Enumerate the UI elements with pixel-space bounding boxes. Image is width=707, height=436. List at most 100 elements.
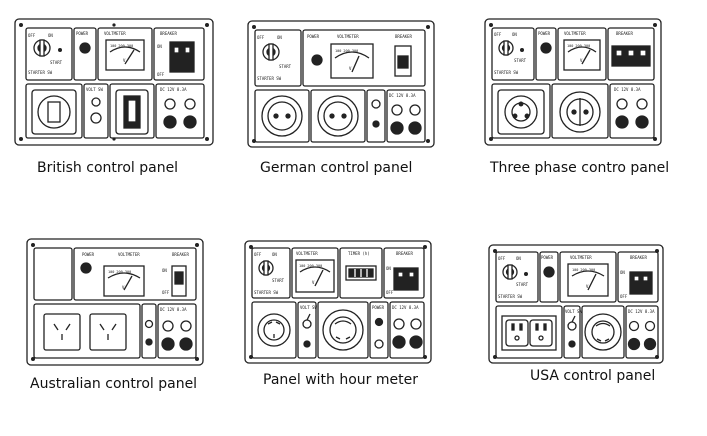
- uk-socket-icon[interactable]: [115, 89, 149, 135]
- breaker-off-label: OFF: [620, 294, 628, 299]
- schuko-socket-icon[interactable]: [317, 95, 359, 137]
- au-socket-icon[interactable]: [43, 313, 81, 351]
- panel-frame: [488, 244, 664, 364]
- schuko-socket-icon[interactable]: [261, 95, 303, 137]
- panel-caption: Australian control panel: [30, 376, 198, 392]
- circuit-breaker-switch[interactable]: [394, 45, 412, 77]
- panel-frame: [26, 238, 204, 366]
- key-on-label: ON: [516, 256, 521, 261]
- breaker-on-label: ON: [157, 44, 162, 49]
- starter-key-icon[interactable]: [498, 40, 514, 56]
- voltmeter-unit: V: [312, 280, 315, 285]
- mounting-screws: [19, 23, 209, 141]
- key-on-label: ON: [272, 252, 277, 257]
- dc-terminals[interactable]: [390, 104, 422, 135]
- voltmeter-label: VOLTMETER: [296, 251, 318, 256]
- hour-meter-display: [345, 265, 377, 281]
- australian-control-panel: POWER VOLTMETER 100 200 300 V BREAKER ON…: [26, 238, 204, 366]
- dc-label: DC 12V 8.3A: [628, 309, 655, 314]
- starter-sw-label: STARTER SW: [498, 294, 523, 299]
- voltmeter-scale: 100 200 300: [110, 44, 133, 48]
- twist-lock-socket-icon[interactable]: [322, 309, 364, 351]
- breaker-label: BREAKER: [396, 251, 413, 256]
- starter-sw-label: STARTER SW: [254, 290, 279, 295]
- voltmeter-gauge: [563, 39, 601, 71]
- dc-label: DC 12V 8.3A: [160, 307, 187, 312]
- volt-switch-icon[interactable]: [91, 97, 101, 107]
- mounting-screws: [489, 23, 657, 141]
- breaker-off-label: OFF: [162, 290, 170, 295]
- voltmeter-scale: 100 200 300: [567, 44, 590, 48]
- panel-caption: British control panel: [37, 160, 179, 176]
- power-lamp-icon: [311, 54, 323, 66]
- usa-control-panel: OFF ON START STARTER SW POWER VOLTMETER …: [488, 244, 664, 364]
- volt-switch-icon[interactable]: [302, 313, 312, 329]
- volt-sw-label: VOLT SW: [300, 305, 317, 310]
- dc-label: DC 12V 8.3A: [389, 93, 416, 98]
- key-off-label: OFF: [494, 32, 502, 37]
- circuit-breaker-switch[interactable]: [393, 267, 419, 291]
- german-control-panel: OFF ON START STARTER SW POWER VOLTMETER …: [247, 20, 435, 148]
- key-on-label: ON: [277, 35, 282, 40]
- power-lamp-icon: [540, 42, 552, 54]
- voltmeter-label: VOLTMETER: [570, 255, 592, 260]
- starter-key-icon[interactable]: [258, 260, 274, 276]
- dc-terminals[interactable]: [627, 320, 657, 351]
- mounting-screws: [252, 25, 430, 143]
- power-label: POWER: [541, 255, 554, 260]
- dc-label: DC 12V 8.3A: [160, 87, 187, 92]
- twist-lock-socket-icon[interactable]: [257, 313, 291, 347]
- ground-terminal-icon: [145, 338, 153, 346]
- three-phase-socket-icon[interactable]: [497, 89, 545, 135]
- indicator-icon: [144, 319, 154, 329]
- volt-switch-icon[interactable]: [567, 315, 577, 331]
- dc-terminals[interactable]: [161, 320, 193, 351]
- schuko-socket-icon[interactable]: [559, 91, 601, 133]
- starter-key-icon[interactable]: [502, 264, 518, 280]
- power-label: POWER: [538, 31, 551, 36]
- ground-terminal-icon: [568, 340, 576, 348]
- dc-terminals[interactable]: [392, 318, 423, 349]
- power-lamp-icon: [79, 42, 91, 54]
- voltmeter-scale: 100 200 300: [299, 264, 322, 268]
- twist-lock-socket-icon[interactable]: [584, 313, 622, 351]
- panel-caption: Three phase contro panel: [490, 160, 670, 176]
- circuit-breaker-switch[interactable]: [171, 265, 187, 297]
- hour-meter-control-panel: OFF ON START STARTER SW VOLTMETER 100 20…: [244, 240, 432, 364]
- au-socket-icon[interactable]: [89, 313, 127, 351]
- power-label: POWER: [307, 34, 320, 39]
- starter-sw-label: STARTER SW: [257, 76, 282, 81]
- us-duplex-outlet-icon[interactable]: [501, 315, 557, 351]
- power-lamp-icon: [374, 317, 384, 327]
- key-start-label: START: [279, 64, 292, 69]
- voltmeter-scale: 100 200 300: [572, 268, 595, 272]
- panel-frame: [247, 20, 435, 148]
- voltmeter-label: VOLTMETER: [564, 31, 586, 36]
- indicator-icon: [374, 339, 384, 349]
- power-label: POWER: [76, 31, 89, 36]
- starter-key-icon[interactable]: [33, 39, 51, 57]
- starter-key-icon[interactable]: [262, 43, 280, 61]
- three-pole-breaker-switch[interactable]: [611, 45, 651, 67]
- key-off-label: OFF: [257, 35, 265, 40]
- voltmeter-gauge: [105, 39, 145, 71]
- key-off-label: OFF: [498, 256, 506, 261]
- voltmeter-scale: 100 200 300: [108, 270, 131, 274]
- dc-terminals[interactable]: [163, 98, 197, 129]
- key-start-label: START: [514, 58, 527, 63]
- power-lamp-icon: [80, 262, 92, 274]
- dc-terminals[interactable]: [615, 98, 649, 129]
- key-on-label: ON: [512, 32, 517, 37]
- key-start-label: START: [516, 282, 529, 287]
- voltmeter-label: VOLTMETER: [337, 34, 359, 39]
- voltmeter-gauge: [567, 263, 609, 297]
- ground-terminal-icon: [372, 120, 380, 128]
- key-off-label: OFF: [28, 33, 36, 38]
- volt-sw-label: VOLT SW: [86, 87, 103, 92]
- circuit-breaker-switch[interactable]: [629, 271, 653, 295]
- voltmeter-gauge: [103, 265, 145, 297]
- uk-socket-icon[interactable]: [31, 89, 77, 135]
- british-control-panel: OFF ON START STARTER SW POWER VOLTMETER …: [14, 18, 214, 146]
- circuit-breaker-switch[interactable]: [169, 41, 195, 73]
- breaker-label: BREAKER: [630, 255, 647, 260]
